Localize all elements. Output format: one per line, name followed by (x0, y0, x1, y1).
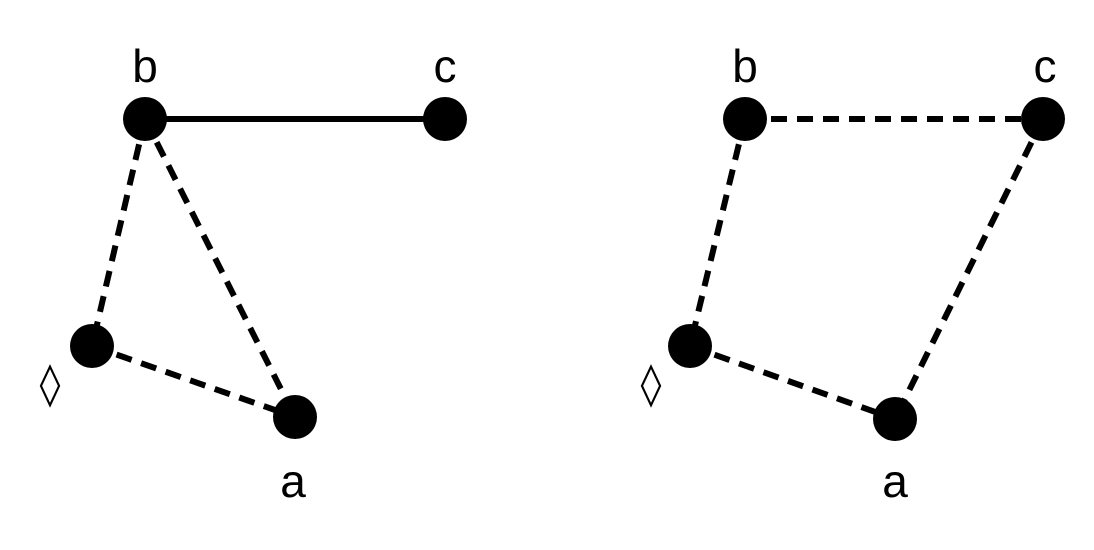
edge-diamond-a-dashed (91, 343, 296, 420)
node-diamond (70, 324, 114, 368)
node-a (873, 397, 917, 441)
node-b (123, 97, 167, 141)
edge-b-diamond-dashed (687, 118, 748, 347)
node-a (273, 395, 317, 439)
node-c (1021, 97, 1065, 141)
node-label-b: b (732, 40, 758, 92)
node-label-diamond: ◊ (641, 359, 662, 408)
node-label-c: c (1034, 40, 1057, 92)
node-c (423, 97, 467, 141)
edge-b-diamond-dashed (89, 118, 148, 347)
edge-c-a-dashed (892, 117, 1046, 421)
node-b (723, 97, 767, 141)
node-label-c: c (434, 40, 457, 92)
node-label-diamond: ◊ (40, 359, 61, 408)
graph-left: b c ◊ a (40, 40, 467, 507)
graph-right: b c ◊ a (641, 40, 1065, 507)
node-label-a: a (280, 455, 306, 507)
node-label-b: b (132, 40, 158, 92)
node-label-a: a (882, 455, 908, 507)
node-diamond (668, 324, 712, 368)
edge-diamond-a-dashed (688, 343, 897, 422)
edge-b-a-dashed (142, 117, 298, 419)
